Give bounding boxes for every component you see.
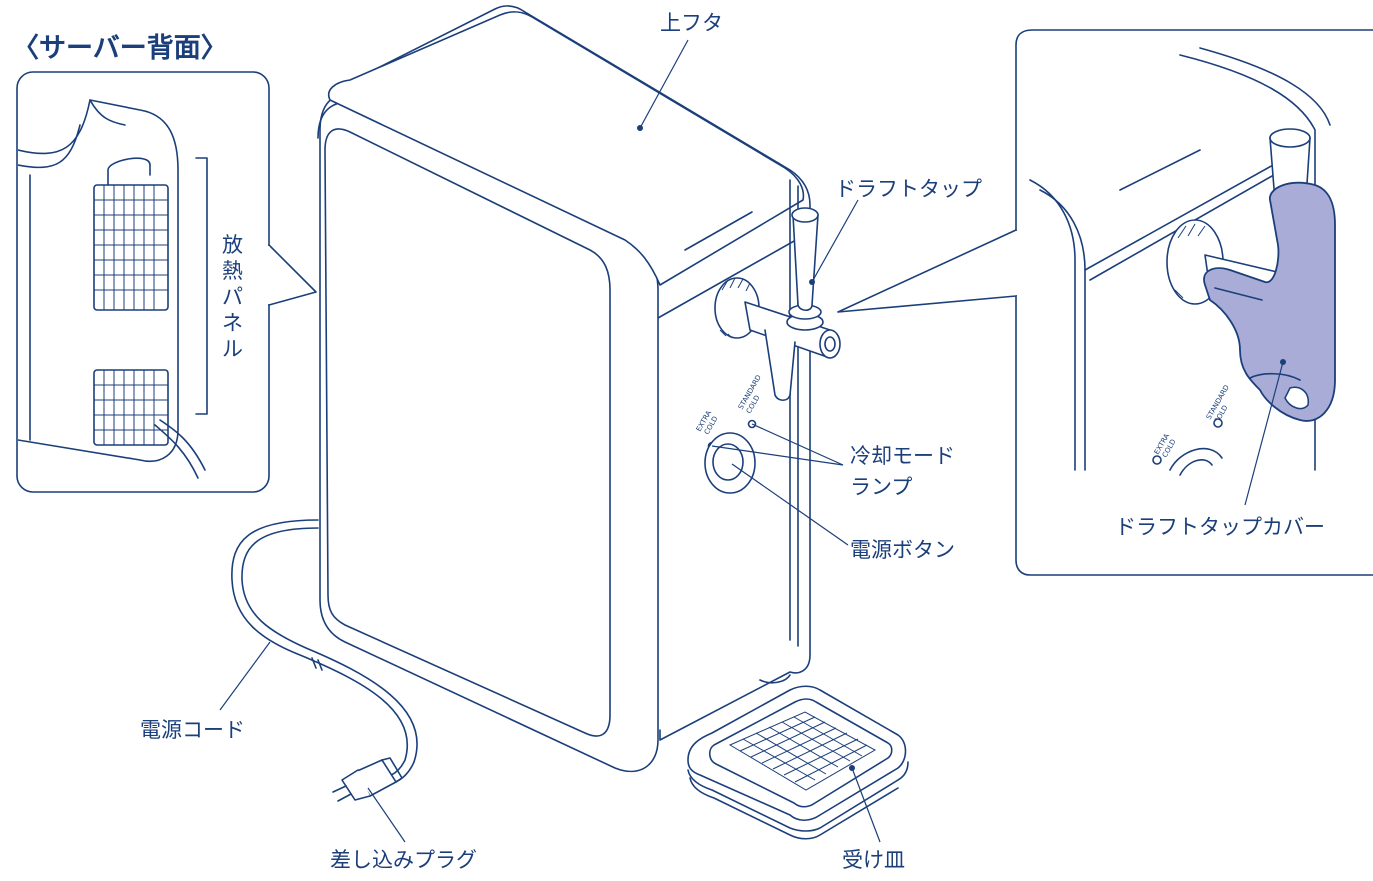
power-button[interactable] [712, 443, 744, 481]
label-power-button: 電源ボタン [850, 538, 955, 562]
heat-panel-char-5: ル [222, 337, 243, 361]
leaders [219, 39, 1284, 843]
label-plug: 差し込みプラグ [330, 848, 477, 872]
leader-drip-tray [851, 767, 881, 843]
lower-heat-grille [94, 370, 168, 445]
top-lid [328, 11, 805, 286]
tap-handle [792, 208, 819, 312]
upper-heat-grille [94, 185, 168, 310]
label-power-cord: 電源コード [140, 718, 245, 742]
label-drip-tray: 受け皿 [842, 848, 905, 872]
label-tap-cover: ドラフトタップカバー [1115, 515, 1325, 539]
label-cooling-lamp-1: 冷却モード [850, 444, 955, 468]
drip-tray-grid [728, 711, 877, 791]
front-recess [324, 128, 611, 737]
heat-panel-char-1: 放 [222, 233, 243, 257]
leader-power-button [731, 463, 849, 546]
leader-top-lid [639, 39, 689, 129]
rear-view-title: 〈サーバー背面〉 [12, 33, 228, 64]
tap-cover-inset-frame [1015, 29, 1373, 576]
rear-view-inset: 放 熱 パ ネ ル [16, 71, 317, 493]
heat-panel-char-2: 熱 [222, 259, 243, 283]
rear-inset-callout [268, 244, 317, 306]
label-top-lid: 上フタ [660, 11, 723, 35]
rear-server-illustration [18, 99, 206, 479]
power-cord [231, 519, 418, 786]
leader-lamp-standard [751, 423, 844, 466]
tap-cover-callout [837, 229, 1017, 313]
beer-server [317, 5, 811, 773]
tap-spout [764, 329, 796, 402]
leader-plug [367, 787, 406, 843]
heat-panel-bracket [195, 157, 208, 415]
label-draft-tap: ドラフトタップ [835, 177, 982, 201]
leader-draft-tap [811, 199, 859, 283]
power-plug [332, 757, 403, 802]
leader-tap-cover [1244, 361, 1284, 506]
heat-panel-char-3: パ [222, 285, 243, 309]
control-panel: EXTRA COLD STANDARD COLD [695, 374, 763, 494]
leader-power-cord [219, 641, 271, 711]
drip-tray [687, 685, 909, 840]
tap-cover-inset: EXTRA COLD STANDARD COLD [837, 29, 1373, 576]
tap-cover-shape [1203, 181, 1336, 422]
heat-panel-char-4: ネ [222, 311, 243, 335]
leader-lamp-extra [711, 445, 844, 466]
label-cooling-lamp-2: ランプ [850, 475, 912, 499]
draft-tap [714, 207, 841, 402]
